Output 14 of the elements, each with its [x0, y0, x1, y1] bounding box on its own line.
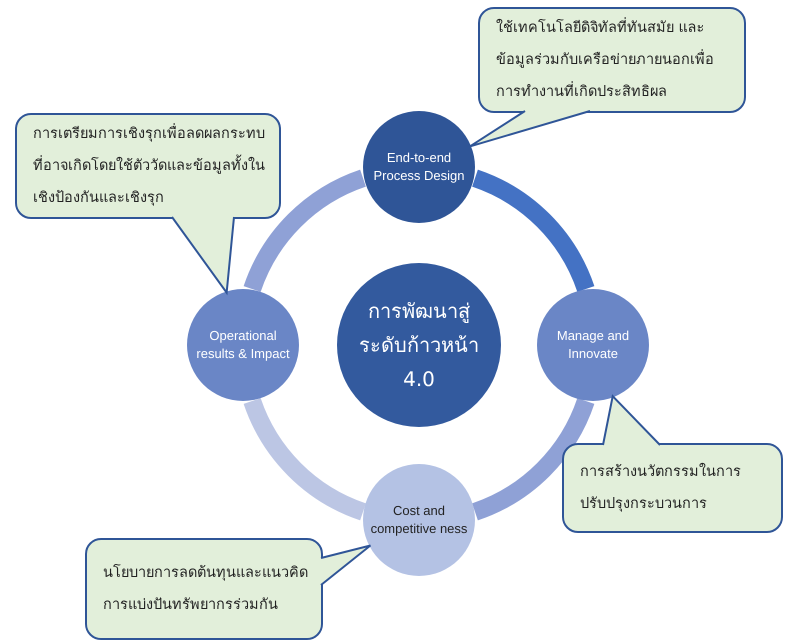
callout-bubble: [85, 538, 323, 640]
stage-label: End-to-end Process Design: [372, 149, 466, 185]
ring-segment: [472, 170, 594, 292]
callout-text: การเตรียมการเชิงรุกเพื่อลดผลกระทบที่อาจเกิดโดยใช้ตัววัดและข้อมูลทั้งในเชิงป้องกันและเชิงรุก: [33, 118, 267, 214]
stage-label: การพัฒนาสู่ระดับก้าวหน้า 4.0: [358, 298, 480, 393]
ring-segment: [472, 398, 594, 520]
ring-segment: [244, 398, 366, 520]
ring-segment: [244, 170, 366, 292]
stage-label: Manage and Innovate: [556, 327, 630, 363]
callout-text: การสร้างนวัตกรรมในการปรับปรุงกระบวนการ: [580, 462, 742, 514]
callout-text: นโยบายการลดต้นทุนและแนวคิดการแบ่งปันทรัพยากรร่วมกัน: [103, 563, 309, 615]
callout-text: ใช้เทคโนโลยีดิจิทัลที่ทันสมัย และข้อมูลร่วมกับเครือข่ายภายนอกเพื่อการทำงานที่เกิดประสิทธิผล: [496, 12, 732, 108]
stage-label: Operational results & Impact: [195, 327, 291, 363]
stage-label: Cost and competitive ness: [370, 502, 468, 538]
